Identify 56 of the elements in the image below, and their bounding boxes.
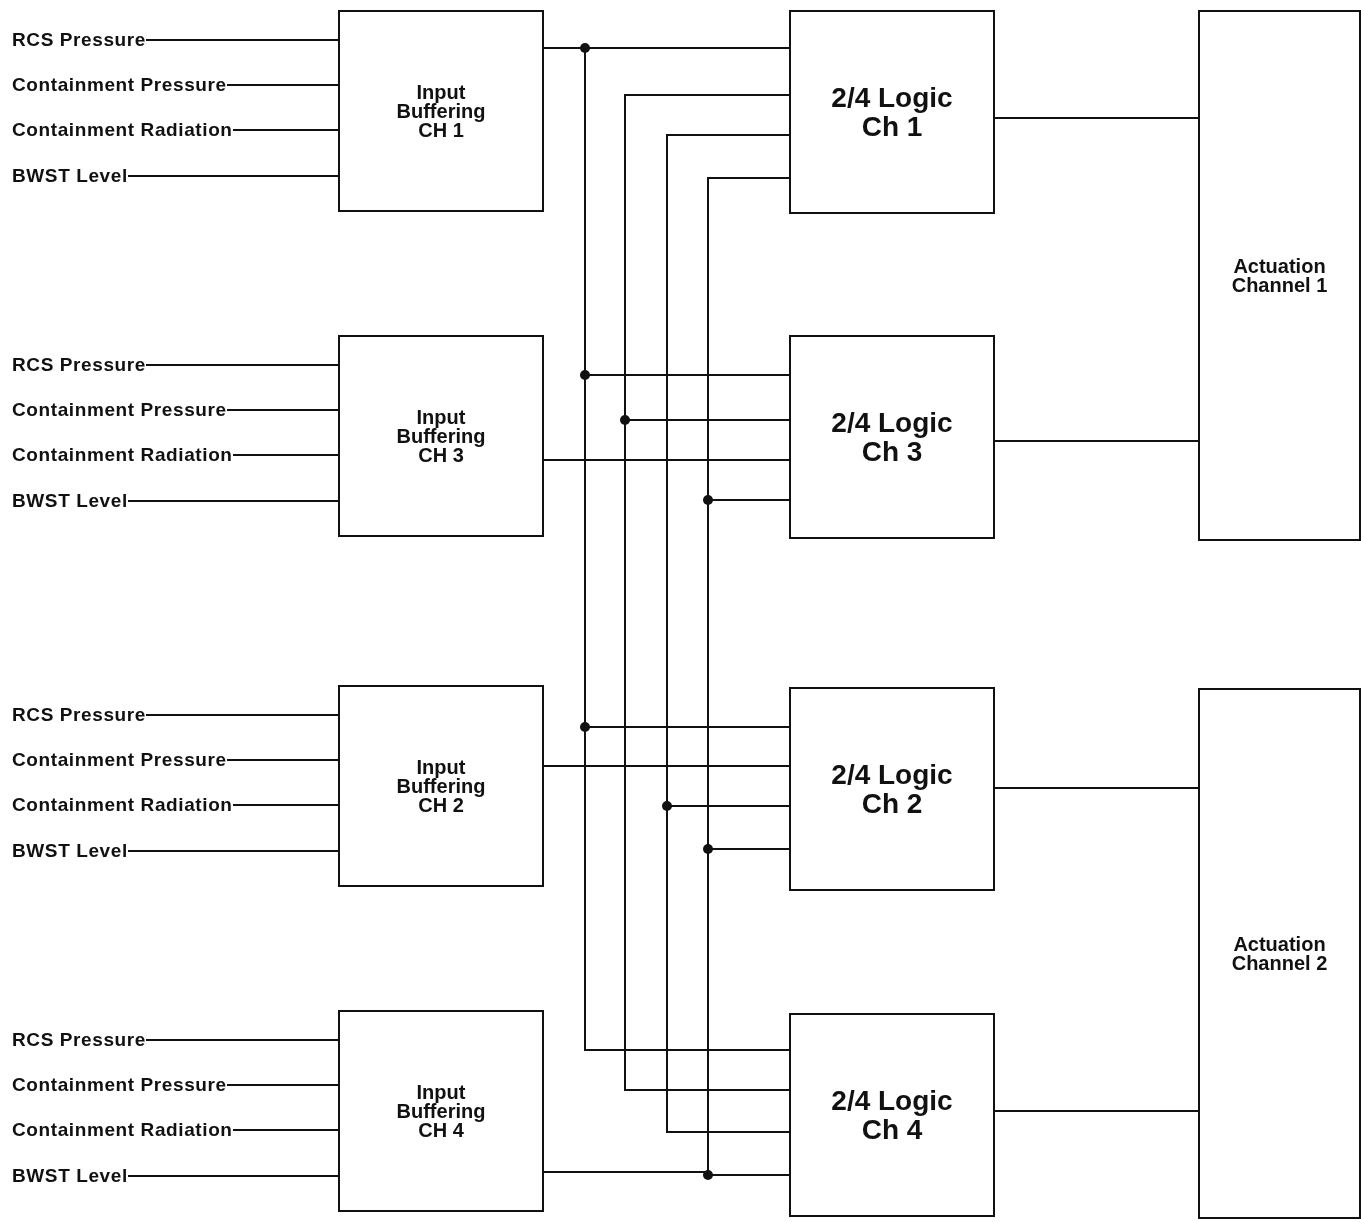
connector-line bbox=[145, 1039, 339, 1041]
box-label: Actuation Channel 2 bbox=[1230, 934, 1329, 973]
box-label: Input Buffering CH 3 bbox=[395, 407, 487, 465]
signal-label: Containment Pressure bbox=[12, 748, 227, 772]
signal-label: RCS Pressure bbox=[12, 28, 146, 52]
signal-label: Containment Radiation bbox=[12, 793, 233, 817]
connector-line bbox=[127, 500, 339, 502]
signal-label: Containment Pressure bbox=[12, 73, 227, 97]
connector-line bbox=[226, 1084, 339, 1086]
input-buffering-box bbox=[338, 1010, 544, 1212]
logic-box bbox=[789, 10, 995, 214]
signal-label: Containment Radiation bbox=[12, 118, 233, 142]
box-label: Input Buffering CH 1 bbox=[395, 82, 487, 140]
logic-box bbox=[789, 687, 995, 891]
signal-label: BWST Level bbox=[12, 164, 128, 188]
input-buffering-box bbox=[338, 335, 544, 537]
box-label: 2/4 Logic Ch 2 bbox=[830, 759, 954, 819]
connector-line bbox=[994, 787, 1199, 789]
signal-label: Containment Radiation bbox=[12, 1118, 233, 1142]
signal-label: BWST Level bbox=[12, 839, 128, 863]
signal-label: RCS Pressure bbox=[12, 1028, 146, 1052]
signal-label: Containment Pressure bbox=[12, 1073, 227, 1097]
connector-line bbox=[232, 454, 339, 456]
box-label: 2/4 Logic Ch 3 bbox=[830, 407, 954, 467]
signal-label: RCS Pressure bbox=[12, 353, 146, 377]
connector-line bbox=[232, 1129, 339, 1131]
connector-line bbox=[127, 850, 339, 852]
actuation-channel-box bbox=[1198, 10, 1361, 541]
connector-line bbox=[145, 714, 339, 716]
actuation-channel-box bbox=[1198, 688, 1361, 1219]
signal-label: RCS Pressure bbox=[12, 703, 146, 727]
box-label: 2/4 Logic Ch 4 bbox=[830, 1085, 954, 1145]
connector-line bbox=[994, 440, 1199, 442]
box-label: Input Buffering CH 4 bbox=[395, 1082, 487, 1140]
signal-label: BWST Level bbox=[12, 1164, 128, 1188]
connector-line bbox=[994, 117, 1199, 119]
connector-line bbox=[127, 175, 339, 177]
input-buffering-box bbox=[338, 685, 544, 887]
connector-line bbox=[232, 804, 339, 806]
connector-line bbox=[127, 1175, 339, 1177]
connector-line bbox=[994, 1110, 1199, 1112]
signal-label: Containment Radiation bbox=[12, 443, 233, 467]
logic-box bbox=[789, 335, 995, 539]
connector-line bbox=[226, 84, 339, 86]
signal-label: BWST Level bbox=[12, 489, 128, 513]
connector-line bbox=[145, 39, 339, 41]
connector-line bbox=[226, 409, 339, 411]
box-label: Input Buffering CH 2 bbox=[395, 757, 487, 815]
box-label: Actuation Channel 1 bbox=[1230, 256, 1329, 295]
connector-line bbox=[232, 129, 339, 131]
input-buffering-box bbox=[338, 10, 544, 212]
connector-line bbox=[226, 759, 339, 761]
connector-line bbox=[145, 364, 339, 366]
signal-label: Containment Pressure bbox=[12, 398, 227, 422]
box-label: 2/4 Logic Ch 1 bbox=[830, 82, 954, 142]
logic-box bbox=[789, 1013, 995, 1217]
